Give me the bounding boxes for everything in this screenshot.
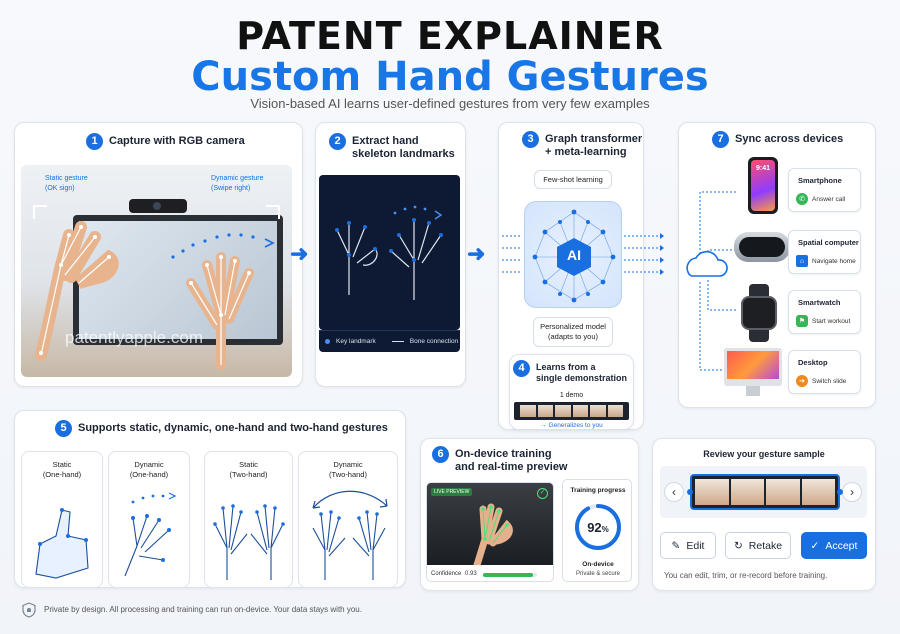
watermark: patentlyapple.com xyxy=(65,328,203,347)
shield-icon xyxy=(22,602,36,618)
confidence-bar-fill xyxy=(483,573,534,577)
live-preview-badge: LIVE PREVIEW xyxy=(431,488,473,496)
step1-heading: 1 Capture with RGB camera xyxy=(86,133,245,150)
few-shot-chip: Few-shot learning xyxy=(534,170,612,189)
title-line1: PATENT EXPLAINER xyxy=(236,14,664,58)
step5-title: Supports static, dynamic, one-hand and t… xyxy=(78,422,388,434)
one-demo-label: 1 demo xyxy=(559,392,584,399)
bone-line-icon xyxy=(391,341,404,342)
device-card-smartphone: Smartphone ✆Answer call xyxy=(788,168,861,212)
edit-button[interactable]: ✎Edit xyxy=(660,532,716,559)
home-icon: ⌂ xyxy=(796,255,808,267)
trim-handle-left[interactable] xyxy=(687,489,693,495)
training-progress-panel: Training progress 92% On-device Private … xyxy=(562,479,632,582)
landmark-dot-icon xyxy=(325,339,330,344)
check-icon: ✓ xyxy=(537,488,548,499)
review-title: Review your gesture sample xyxy=(703,449,825,459)
desktop-icon xyxy=(724,348,782,396)
progress-value: 92% xyxy=(587,520,609,535)
demo-filmstrip xyxy=(514,402,629,420)
gesture-type-dynamic-one-hand: Dynamic(One-hand) xyxy=(108,451,190,588)
confidence-label: Confidence xyxy=(431,571,462,577)
camera-icon xyxy=(129,199,187,213)
spatial-computer-icon xyxy=(734,232,790,262)
graph-transformer-node: AI xyxy=(524,201,622,308)
swipe-hand-icon xyxy=(124,492,177,577)
step1-title: Capture with RGB camera xyxy=(109,135,245,147)
step3-number: 3 xyxy=(522,131,539,148)
confidence-value: 0.93 xyxy=(465,571,477,577)
confidence-bar xyxy=(483,573,537,577)
cloud-icon xyxy=(686,250,728,277)
arrow-right-icon: ➜ xyxy=(467,241,486,266)
phone-icon: ✆ xyxy=(796,193,808,205)
personalized-model-chip: Personalized model(adapts to you) xyxy=(533,317,613,347)
trim-handle-right[interactable] xyxy=(837,489,843,495)
output-connectors xyxy=(624,233,664,275)
thumbs-up-hand-icon xyxy=(35,508,89,579)
device-card-spatial-computer: Spatial computer ⌂Navigate home xyxy=(788,230,861,274)
title-line2: Custom Hand Gestures xyxy=(191,54,709,100)
step4-number: 4 xyxy=(513,360,530,377)
skeleton-legend: Key landmark Bone connection xyxy=(319,330,460,352)
review-note: You can edit, trim, or re-record before … xyxy=(664,571,828,580)
prev-chevron-icon[interactable]: ‹ xyxy=(664,482,684,502)
step5-number: 5 xyxy=(55,420,72,437)
retake-button[interactable]: ↻Retake xyxy=(725,532,791,559)
dynamic-gesture-label: Dynamic gesture(Swipe right) xyxy=(211,175,264,192)
step7-title: Sync across devices xyxy=(735,133,844,145)
hand-tracking-overlay xyxy=(35,221,275,370)
live-preview-panel: LIVE PREVIEW ✓ Confidence 0.93 xyxy=(426,482,554,582)
two-hands-motion-icon xyxy=(312,490,388,580)
hand-skeleton-graphic xyxy=(335,205,443,300)
step2-number: 2 xyxy=(329,133,346,150)
smartphone-icon: 9:41 xyxy=(748,157,778,214)
arrow-right-icon: ➜ xyxy=(290,241,309,266)
step1-number: 1 xyxy=(86,133,103,150)
ai-label: AI xyxy=(567,247,581,263)
step3-heading: 3 Graph transformer+ meta-learning xyxy=(522,131,642,159)
step7-heading: 7 Sync across devices xyxy=(712,131,843,148)
accept-button[interactable]: ✓Accept xyxy=(801,532,867,559)
refresh-icon: ↻ xyxy=(733,539,743,552)
step7-number: 7 xyxy=(712,131,729,148)
step6-number: 6 xyxy=(432,446,449,463)
gesture-type-dynamic-two-hand: Dynamic(Two-hand) xyxy=(298,451,398,588)
camera-photo: Static gesture(OK sign) Dynamic gesture(… xyxy=(21,165,292,377)
step3-title: Graph transformer+ meta-learning xyxy=(545,133,643,158)
skeleton-panel xyxy=(319,175,460,330)
static-gesture-label: Static gesture(OK sign) xyxy=(45,175,88,192)
device-card-desktop: Desktop ➜Switch slide xyxy=(788,350,861,394)
privacy-note: Private by design. All processing and tr… xyxy=(44,605,362,614)
gesture-type-static-two-hand: Static(Two-hand) xyxy=(204,451,293,588)
next-chevron-icon[interactable]: › xyxy=(842,482,862,502)
two-hands-icon xyxy=(213,504,285,580)
device-card-smartwatch: Smartwatch ⚑Start workout xyxy=(788,290,861,334)
input-connectors xyxy=(502,235,522,273)
smartwatch-icon xyxy=(741,284,777,342)
run-icon: ⚑ xyxy=(796,315,808,327)
gesture-type-static-one-hand: Static(One-hand) xyxy=(21,451,103,588)
subtitle: Vision-based AI learns user-defined gest… xyxy=(250,96,650,111)
arrow-icon: ➜ xyxy=(796,375,808,387)
check-icon: ✓ xyxy=(810,539,820,552)
pencil-icon: ✎ xyxy=(671,539,681,552)
step5-heading: 5 Supports static, dynamic, one-hand and… xyxy=(55,420,388,437)
generalizes-label: → Generalizes to you xyxy=(540,422,603,429)
progress-ring xyxy=(575,504,621,550)
gesture-sample-filmstrip[interactable] xyxy=(690,474,840,510)
preview-video xyxy=(427,483,553,569)
